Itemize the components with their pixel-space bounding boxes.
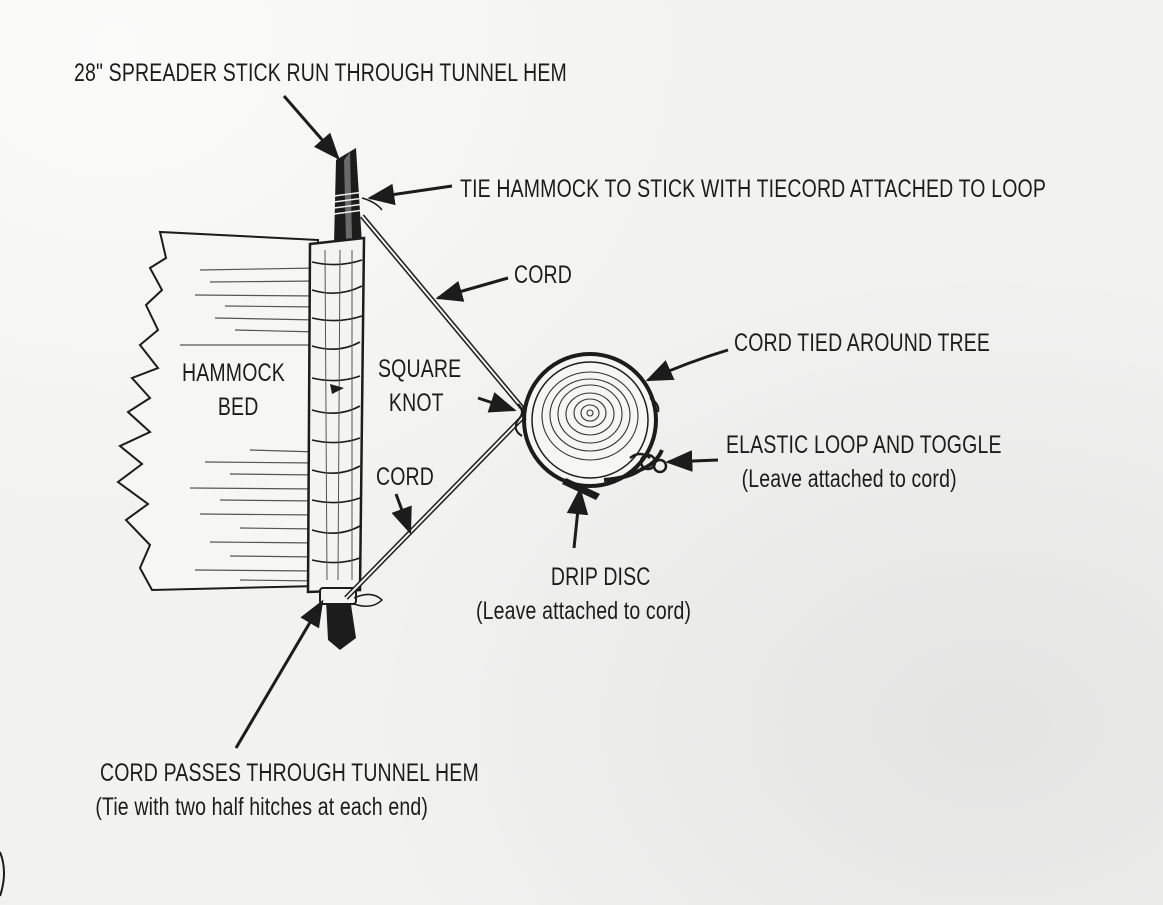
- square-knot: [514, 403, 527, 437]
- tree-cross-section: [522, 352, 664, 488]
- label-square-knot: SQUARE KNOT: [378, 352, 461, 420]
- label-hammock-bed-line1: HAMMOCK: [182, 359, 285, 387]
- label-square-knot-line1: SQUARE: [378, 355, 462, 383]
- label-spreader-stick: 28" SPREADER STICK RUN THROUGH TUNNEL HE…: [74, 59, 567, 87]
- label-hammock-bed: HAMMOCK BED: [182, 356, 285, 424]
- label-cord-tied-tree: CORD TIED AROUND TREE: [734, 329, 991, 357]
- label-square-knot-line2: KNOT: [388, 389, 444, 417]
- label-drip-disc-line1: DRIP DISC: [550, 563, 651, 591]
- label-cord-passes: CORD PASSES THROUGH TUNNEL HEM (Tie with…: [95, 756, 479, 824]
- label-cord-passes-line2: (Tie with two half hitches at each end): [95, 793, 429, 821]
- tunnel-hem: [306, 236, 384, 607]
- leader-arrows: [234, 95, 729, 749]
- label-elastic-loop-line2: (Leave attached to cord): [741, 465, 957, 493]
- label-cord-passes-line1: CORD PASSES THROUGH TUNNEL HEM: [100, 759, 479, 787]
- label-drip-disc-line2: (Leave attached to cord): [476, 597, 692, 625]
- label-elastic-loop-line1: ELASTIC LOOP AND TOGGLE: [726, 431, 1002, 459]
- label-cord-lower: CORD: [376, 463, 435, 491]
- label-tie-hammock: TIE HAMMOCK TO STICK WITH TIECORD ATTACH…: [460, 175, 1047, 203]
- label-elastic-loop: ELASTIC LOOP AND TOGGLE (Leave attached …: [726, 428, 1002, 496]
- hammock-bed-fabric: [116, 230, 319, 592]
- label-hammock-bed-line2: BED: [217, 393, 259, 421]
- cords: [344, 197, 526, 600]
- label-drip-disc: DRIP DISC (Leave attached to cord): [476, 560, 691, 628]
- label-cord-upper: CORD: [514, 261, 573, 289]
- spreader-stick: [326, 148, 365, 650]
